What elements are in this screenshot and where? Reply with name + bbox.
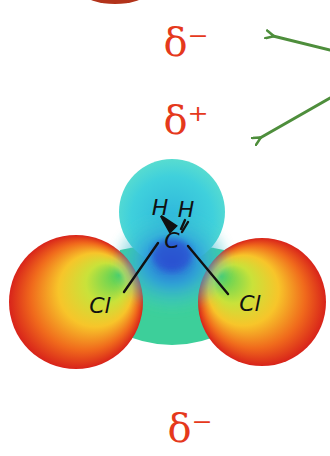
partial-charge: δ⁺ <box>163 100 208 140</box>
partial-charge: δ⁻ <box>167 408 212 448</box>
atom-label: H <box>152 197 169 219</box>
atom-label: Cl <box>239 293 260 315</box>
lobe-fragment <box>85 0 145 4</box>
potential-surface <box>9 159 326 369</box>
partial-charge: δ⁻ <box>163 22 208 62</box>
atom-label: C <box>164 230 179 252</box>
bond-lines <box>124 216 228 294</box>
atom-label: Cl <box>89 295 110 317</box>
atom-label: H <box>178 199 195 221</box>
leader-arrows <box>260 36 330 138</box>
